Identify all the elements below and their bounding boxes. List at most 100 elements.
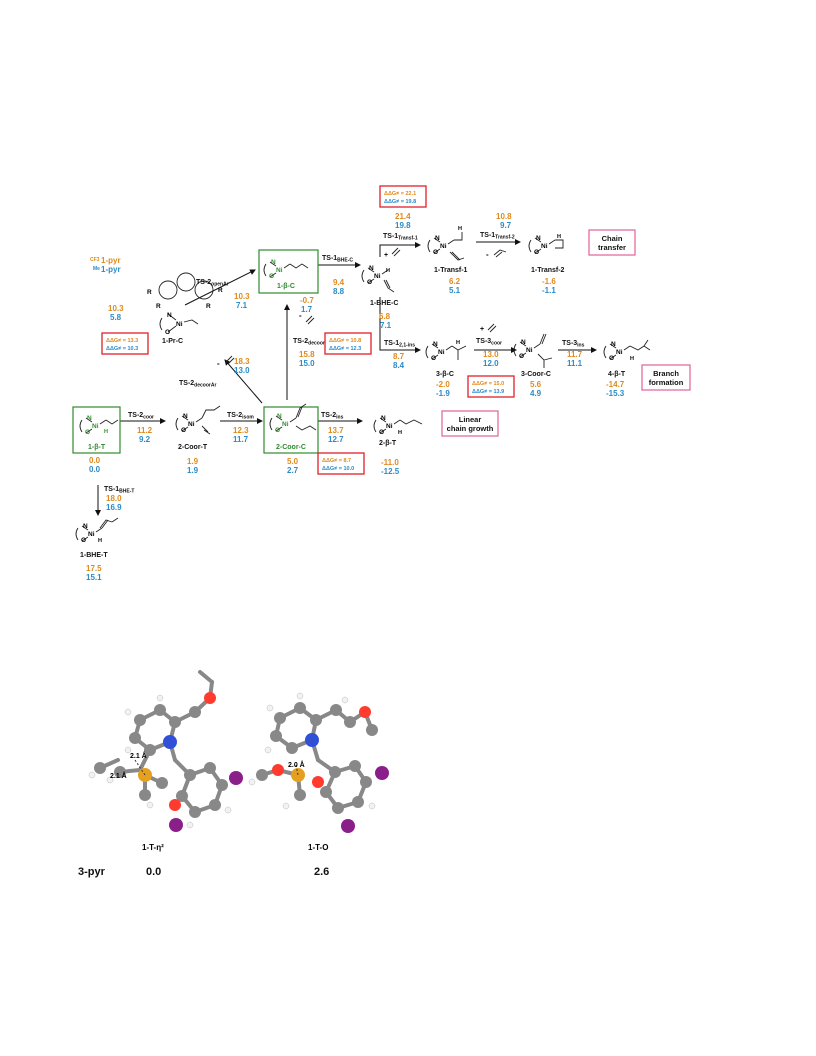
ts-energy-cf3: 10.3 bbox=[234, 292, 250, 301]
plus-sign: + bbox=[480, 326, 484, 333]
ts-energy-cf3: 12.3 bbox=[233, 426, 249, 435]
species-energy-cf3: 1.9 bbox=[187, 457, 199, 466]
atom-Ni: Ni bbox=[526, 347, 533, 354]
ts-energy-me: 12.0 bbox=[483, 359, 499, 368]
ts-energy-me: 16.9 bbox=[106, 503, 122, 512]
species-energy-cf3: 6.8 bbox=[379, 312, 391, 321]
atom-O: O bbox=[81, 537, 86, 544]
ts-label: TS-2openAr bbox=[196, 279, 229, 288]
species-label: 1-Pr-C bbox=[162, 338, 183, 345]
species-energy-me: 0.0 bbox=[89, 465, 101, 474]
outcome-branch: formation bbox=[649, 378, 684, 387]
ddg-me: ΔΔG≠ = 13.9 bbox=[472, 389, 504, 395]
atom-N: N bbox=[277, 413, 282, 420]
species-energy-me: 2.7 bbox=[287, 466, 299, 475]
species-energy-cf3: 17.5 bbox=[86, 564, 102, 573]
ts-energy-cf3: 15.8 bbox=[299, 350, 315, 359]
atom-N: N bbox=[381, 415, 386, 422]
species-energy-cf3: -1.6 bbox=[542, 277, 556, 286]
species-energy-me: -1.9 bbox=[436, 389, 450, 398]
ddg-cf3: ΔΔG≠ = 22.1 bbox=[384, 191, 416, 197]
atom-Ni: Ni bbox=[176, 321, 183, 328]
species-energy-cf3: -14.7 bbox=[606, 380, 625, 389]
ddg-me: ΔΔG≠ = 12.3 bbox=[329, 346, 361, 352]
minus-sign: - bbox=[486, 250, 489, 259]
plus-sign: + bbox=[384, 252, 388, 259]
row-label: 3-pyr bbox=[78, 866, 106, 878]
atom-R: R bbox=[206, 303, 211, 310]
ddg-values: ΔΔG≠ = 22.1 ΔΔG≠ = 19.8 ΔΔG≠ = 13.3 ΔΔG≠… bbox=[106, 191, 504, 472]
model-name: 1-T-O bbox=[308, 843, 328, 852]
atom-Ni: Ni bbox=[386, 423, 393, 430]
outcome-linear: Linear bbox=[459, 415, 482, 424]
ts-label: TS-1BHE-T bbox=[104, 486, 134, 495]
atom-H: H bbox=[386, 268, 390, 274]
atom-O: O bbox=[519, 353, 524, 360]
species-energy-me: 1.7 bbox=[301, 305, 313, 314]
atom-H: H bbox=[104, 429, 108, 435]
ddg-cf3: ΔΔG≠ = 13.3 bbox=[106, 338, 138, 344]
species-label: 2-Coor-C bbox=[276, 444, 306, 451]
outcome-linear: chain growth bbox=[447, 424, 494, 433]
ts-label: TS-2decoor bbox=[293, 338, 325, 347]
ts-label: TS-2isom bbox=[227, 412, 254, 421]
atom-O: O bbox=[181, 427, 186, 434]
ts-energy-cf3: 21.4 bbox=[395, 212, 411, 221]
atom-H: H bbox=[458, 226, 462, 232]
atom-N: N bbox=[536, 235, 541, 242]
species-label: 2-Coor-T bbox=[178, 444, 208, 451]
model-energy: 2.6 bbox=[314, 866, 329, 878]
species-energy-cf3: 10.3 bbox=[108, 304, 124, 313]
species-label: 3-Coor-C bbox=[521, 371, 551, 378]
atom-O: O bbox=[433, 249, 438, 256]
ts-energy-me: 13.0 bbox=[234, 366, 250, 375]
atom-O: O bbox=[269, 273, 274, 280]
minus-sign: - bbox=[217, 359, 220, 368]
atom-O: O bbox=[609, 355, 614, 362]
ts-energy-cf3: 8.7 bbox=[393, 352, 405, 361]
species-energy-me: -1.1 bbox=[542, 286, 556, 295]
legend-me-sup: Me bbox=[93, 266, 100, 272]
ts-label: TS-12,1-ins bbox=[384, 340, 415, 349]
atom-H: H bbox=[557, 234, 561, 240]
legend-cf3-sup: CF3 bbox=[90, 257, 100, 263]
species-energy-me: 5.8 bbox=[110, 313, 122, 322]
species-energy-me: 7.1 bbox=[380, 321, 392, 330]
legend-cf3: 1-pyr bbox=[101, 256, 121, 265]
ts-energy-me: 9.2 bbox=[139, 435, 151, 444]
ts-energy-me: 19.8 bbox=[395, 221, 411, 230]
ts-energy-cf3: 11.7 bbox=[567, 350, 583, 359]
model-1-T-eta2: 2.1 Å 2.1 Å bbox=[88, 670, 243, 832]
species-energy-me: 15.1 bbox=[86, 573, 102, 582]
species-energy-me: 5.1 bbox=[449, 286, 461, 295]
atom-R: R bbox=[147, 289, 152, 296]
arrows bbox=[95, 239, 597, 516]
distance-label: 2.0 Å bbox=[288, 760, 305, 769]
atom-H: H bbox=[98, 538, 102, 544]
model-name: 1-T-η² bbox=[142, 843, 164, 852]
ddg-me: ΔΔG≠ = 10.0 bbox=[322, 466, 354, 472]
ts-label: TS-2coor bbox=[128, 412, 154, 421]
ts-energy-me: 7.1 bbox=[236, 301, 248, 310]
species-energy-me: -15.3 bbox=[606, 389, 625, 398]
atom-N: N bbox=[435, 235, 440, 242]
atom-N: N bbox=[167, 312, 172, 319]
ts-energy-me: 12.7 bbox=[328, 435, 344, 444]
species-label: 1-β-T bbox=[88, 444, 106, 451]
ts-label: TS-2ins bbox=[321, 412, 344, 421]
atom-Ni: Ni bbox=[541, 243, 548, 250]
atom-Ni: Ni bbox=[188, 421, 195, 428]
ts-energy-cf3: 18.0 bbox=[106, 494, 122, 503]
atom-Ni: Ni bbox=[440, 243, 447, 250]
ts-energy-me: 8.8 bbox=[333, 287, 345, 296]
atom-O: O bbox=[431, 355, 436, 362]
species-label: 3-β-C bbox=[436, 371, 454, 378]
atom-N: N bbox=[369, 265, 374, 272]
minus-sign: - bbox=[299, 311, 302, 320]
atom-N: N bbox=[521, 339, 526, 346]
species-label: 1-β-C bbox=[277, 283, 295, 290]
ts-label: TS-1Transf-2 bbox=[480, 232, 515, 241]
atom-R: R bbox=[156, 303, 161, 310]
atom-Ni: Ni bbox=[282, 421, 289, 428]
